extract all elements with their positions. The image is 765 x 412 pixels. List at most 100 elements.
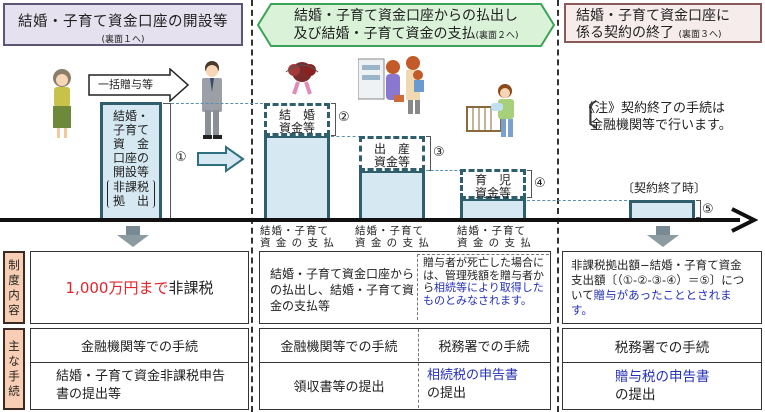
header-withdrawal-ref: (裏面２へ)	[475, 31, 519, 41]
childcare-bracket	[527, 170, 532, 198]
header-withdrawal-line2: 及び結婚・子育て資金の支払	[293, 26, 476, 42]
marriage-fund-line2: 資金等	[278, 121, 315, 135]
down-arrow-icon	[647, 226, 679, 247]
mark-2: ②	[338, 110, 350, 125]
payment-caption-line1: 結婚・子育て	[260, 225, 329, 237]
childcare-icon	[466, 84, 514, 137]
account-box-line: 口座の	[112, 151, 149, 165]
payment-caption: 結婚・子育て 資 金 の 支 払	[457, 225, 532, 249]
col3-proc-body: 贈与税の申告書 の提出	[562, 362, 762, 410]
header-account-opening-title: 結婚・子育て資金口座の開設等	[18, 14, 228, 30]
col3-system-black: 非課税拠出額−結婚・子育て資金支出額〔（①-②-③-④）＝⑤〕について	[571, 258, 745, 302]
note-bracket-left: 〔	[568, 99, 598, 134]
row-label-system: 制度内容	[3, 251, 25, 324]
header-termination-line1: 結婚・子育て資金口座に	[576, 8, 730, 24]
account-box-line: 結婚・	[112, 109, 149, 123]
account-opening-box: 結婚・ 子育て 資 金 口座の 開設等 非課税 拠 出	[100, 102, 162, 218]
col2-proc-header-right: 税務署での手続	[418, 329, 549, 361]
childbirth-fund-box: 出 産 資金等	[359, 136, 425, 171]
level-line-1	[171, 103, 263, 104]
inheritance-tax-return-suffix: の提出	[427, 386, 467, 401]
inheritance-tax-return: 相続税の申告書	[427, 368, 519, 383]
payment-caption-line2: 資 金 の 支 払	[260, 237, 335, 249]
payment-caption-line2: 資 金 の 支 払	[457, 237, 532, 249]
tax-free-text: 非課税	[168, 279, 214, 297]
marriage-fund-line1: 結 婚	[278, 108, 315, 122]
header-account-opening: 結婚・子育て資金口座の開設等 (裏面１へ)	[3, 3, 243, 46]
childbirth-fund-bar	[359, 170, 425, 218]
account-box-note: 拠 出	[112, 194, 149, 208]
gift-tax-return: 贈与税の申告書	[615, 369, 710, 385]
level-line-4	[527, 200, 627, 201]
payment-caption-line2: 資 金 の 支 払	[355, 237, 430, 249]
termination-time-label: 〔契約終了時〕	[622, 181, 707, 195]
col2-system-right-black: 贈与者が死亡した場合には、管理残額を贈与者から	[423, 256, 544, 294]
childcare-fund-box: 育 児 資金等	[460, 169, 526, 200]
mark-1: ①	[175, 150, 187, 165]
header-termination-line2: 係る契約の終了	[576, 25, 674, 41]
col2-proc-body-left: 領収書等の提出	[293, 380, 385, 395]
payment-caption-line1: 結婚・子育て	[355, 225, 424, 237]
col1-proc-header: 金融機関等での手続	[30, 328, 249, 363]
time-axis	[0, 218, 740, 222]
childcare-fund-line2: 資金等	[474, 186, 511, 200]
mark-5: ⑤	[702, 202, 714, 217]
payment-caption: 結婚・子育て 資 金 の 支 払	[260, 225, 335, 249]
account-box-line: 資 金	[112, 137, 149, 151]
lump-gift-arrow	[88, 68, 190, 102]
account-box-line: 子育て	[112, 123, 149, 137]
note-line2: 金融機関等で行います。	[590, 118, 732, 133]
axis-arrowhead-icon	[731, 207, 758, 233]
section-divider-right	[557, 0, 559, 412]
header-withdrawal-hexagon	[257, 3, 555, 47]
col2-proc-header: 金融機関等での手続 税務署での手続	[259, 328, 551, 363]
account-bracket	[163, 103, 171, 218]
mark-4: ④	[534, 176, 546, 191]
termination-time-text: 契約終了時	[634, 181, 695, 195]
col2-proc-body: 領収書等の提出 相続税の申告書 の提出	[259, 362, 551, 410]
header-withdrawal: 結婚・子育て資金口座からの払出し 及び結婚・子育て資金の支払(裏面２へ)	[257, 3, 555, 47]
header-account-opening-ref: (裏面１へ)	[101, 35, 145, 45]
header-termination-ref: (裏面３へ)	[678, 30, 722, 40]
lump-gift-label: 一括贈与等	[98, 78, 153, 91]
payment-caption: 結婚・子育て 資 金 の 支 払	[355, 225, 430, 249]
col1-proc-body: 結婚・子育て資金非課税申告書の提出等	[30, 362, 249, 410]
childbirth-fund-line1: 出 産	[373, 142, 410, 156]
recipient-figure-icon	[202, 61, 222, 139]
grandparent-figure-icon	[53, 69, 71, 138]
col2-proc-body-right: 相続税の申告書 の提出	[418, 363, 549, 408]
col3-system-cell: 非課税拠出額−結婚・子育て資金支出額〔（①-②-③-④）＝⑤〕について贈与があっ…	[562, 251, 762, 324]
row-label-procedure: 主な手続	[3, 328, 25, 410]
note-line1: 《注》契約終了の手続は	[582, 101, 726, 116]
col2-proc-header-left: 金融機関等での手続	[280, 339, 398, 355]
col2-system-right-blue: 相続等により取得したものとみなされます。	[423, 281, 544, 307]
childbirth-bracket	[426, 136, 431, 171]
childbirth-fund-line2: 資金等	[373, 155, 410, 169]
gift-tax-return-suffix: の提出	[615, 387, 656, 403]
account-box-line: 開設等	[112, 165, 149, 179]
col2-system-left: 結婚・子育て資金口座からの払出し、結婚・子育て資金の支払等	[270, 267, 415, 313]
account-box-note: 非課税	[112, 180, 149, 194]
down-arrow-icon	[117, 226, 149, 247]
col1-system-cell: 1,000万円まで非課税	[30, 251, 249, 324]
payment-caption-line1: 結婚・子育て	[457, 225, 526, 237]
col3-system-blue: 贈与があったこととされます。	[571, 288, 732, 317]
termination-note: 〔 《注》契約終了の手続は 金融機関等で行います。	[568, 100, 748, 134]
section-divider-left	[251, 0, 253, 412]
balance-bar	[629, 200, 695, 218]
family-hospital-icon	[358, 56, 424, 114]
marriage-bracket	[331, 103, 336, 136]
childcare-fund-line1: 育 児	[474, 173, 511, 187]
childcare-fund-bar	[460, 198, 526, 218]
level-line-2	[331, 136, 361, 137]
bouquet-icon	[285, 62, 319, 95]
level-line-3	[426, 170, 462, 171]
flow-right-arrow-icon	[197, 145, 245, 173]
header-withdrawal-line1: 結婚・子育て資金口座からの払出し	[294, 8, 518, 24]
col3-proc-header: 税務署での手続	[562, 328, 762, 363]
col2-system-right: 贈与者が死亡した場合には、管理残額を贈与者から相続等により取得したものとみなされ…	[417, 254, 549, 320]
marriage-fund-bar	[264, 135, 330, 218]
tax-free-limit: 1,000万円まで	[65, 279, 169, 297]
header-termination: 結婚・子育て資金口座に 係る契約の終了 (裏面３へ)	[564, 3, 762, 43]
balance-bracket	[696, 200, 701, 218]
